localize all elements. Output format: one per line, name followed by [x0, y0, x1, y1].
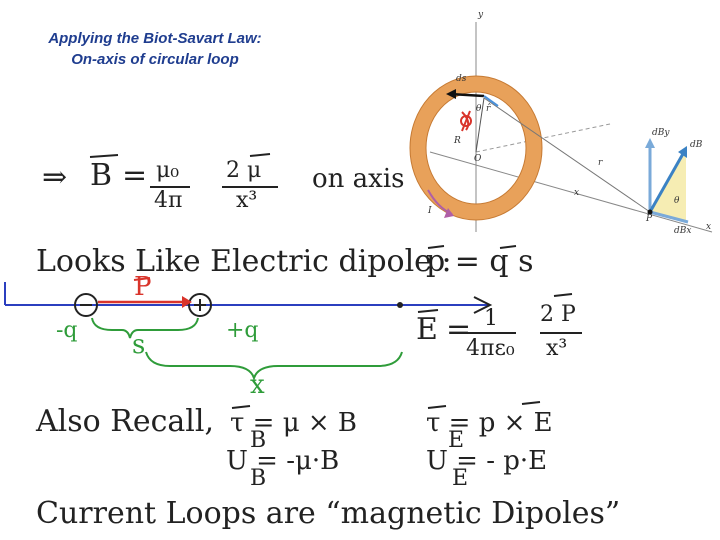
- negative-charge: [74, 293, 98, 317]
- figure-label-r-hat: r̂: [486, 104, 491, 114]
- tauB-vector-arrow: [231, 405, 251, 409]
- page-title-line2: On-axis of circular loop: [71, 51, 239, 68]
- mu0-numerator: μ₀: [156, 158, 180, 183]
- r-hat-arrow: [483, 95, 499, 107]
- point-P: [647, 209, 653, 215]
- one-numerator: 1: [484, 306, 498, 331]
- x-label: x: [250, 370, 265, 400]
- four-pi-denominator: 4π: [154, 188, 183, 213]
- on-axis-text: on axis: [312, 164, 405, 194]
- figure-label-r: r: [598, 158, 603, 168]
- E-vector: E: [416, 312, 438, 347]
- p-vector-label: P: [134, 272, 152, 302]
- current-loop-ring-outer-edge: [409, 75, 543, 221]
- tau-B-subscript: B: [250, 428, 267, 453]
- figure-label-O: O: [474, 154, 482, 164]
- figure-label-theta-small: θ: [476, 104, 482, 114]
- ds-arrowhead: [446, 89, 456, 99]
- s-label: s: [132, 330, 146, 360]
- dBx-arrow: [649, 210, 689, 224]
- E-vector-arrow: [417, 309, 439, 313]
- tauE-vector-arrow: [427, 405, 447, 409]
- s-eq-vector-arrow: [499, 245, 517, 249]
- x-brace: [145, 351, 403, 382]
- figure-label-ds: ds: [456, 74, 467, 84]
- figure-label-x-axis: x: [574, 188, 580, 198]
- current-loop-ring: [410, 76, 542, 220]
- tau-E-subscript: E: [448, 428, 465, 453]
- s-brace: [91, 317, 199, 339]
- figure-label-x-far: x: [706, 222, 712, 232]
- equals-sign: =: [122, 158, 148, 193]
- positive-charge: [188, 293, 212, 317]
- phi-symbol: [460, 115, 472, 127]
- x-cubed-denominator: x³: [236, 188, 258, 213]
- radius-line: [475, 97, 485, 153]
- U-B-equation: U = -μ·B: [226, 446, 340, 476]
- current-loop-ring-inner-edge: [425, 91, 527, 205]
- page-title-line1: Applying the Biot-Savart Law:: [48, 30, 262, 47]
- dB-arrow: [648, 151, 686, 213]
- dipole-axis-arrowhead: [473, 296, 493, 314]
- figure-label-theta: θ: [674, 196, 680, 206]
- U-E-subscript: E: [452, 466, 469, 491]
- figure-label-dBy: dBy: [652, 128, 670, 138]
- phi-angle-mark: [461, 111, 470, 131]
- B-vector-arrow: [89, 154, 119, 158]
- current-arrowhead: [444, 208, 454, 218]
- twop-vector-arrow: [553, 293, 573, 297]
- four-pi-eps-denominator: 4πε₀: [466, 336, 515, 361]
- U-E-equation: U = - p·E: [426, 446, 548, 476]
- minus-q-label: -q: [56, 318, 78, 343]
- tau-E-equation: τ = p × E: [426, 408, 553, 438]
- F-vector-arrow: [521, 401, 541, 405]
- dBy-arrowhead: [645, 138, 655, 148]
- E-equals-sign: =: [446, 312, 472, 347]
- also-recall-text: Also Recall,: [36, 404, 215, 439]
- p-label-arrow: [133, 277, 151, 281]
- two-p-numerator: 2 P: [540, 302, 576, 327]
- B-vector: B: [90, 158, 113, 193]
- figure-label-P: P: [646, 214, 653, 224]
- figure-label-y: y: [478, 10, 484, 20]
- r-line: [483, 97, 651, 213]
- x-cubed-denominator-2: x³: [546, 336, 568, 361]
- figure-label-dB: dB: [690, 140, 703, 150]
- plus-q-label: +q: [226, 318, 259, 343]
- dB-arrowhead: [678, 146, 687, 158]
- field-point-dot: [397, 302, 403, 308]
- looks-like-text: Looks Like Electric dipole :: [36, 244, 452, 279]
- current-loops-text: Current Loops are “magnetic Dipoles”: [36, 496, 621, 531]
- U-B-subscript: B: [250, 466, 267, 491]
- dipole-p-arrowhead: [182, 296, 192, 308]
- phi-stroke: [461, 110, 471, 132]
- p-equals-qs: p = q s: [426, 244, 534, 279]
- implies-symbol: ⇒: [42, 160, 68, 195]
- tau-B-equation: τ = μ × B: [230, 408, 358, 438]
- figure-x-axis: [429, 151, 713, 233]
- figure-label-R: R: [454, 136, 461, 146]
- two-mu-numerator: 2 μ: [226, 158, 262, 183]
- figure-dashed-line: [475, 123, 611, 153]
- p-eq-vector-arrow: [427, 245, 445, 249]
- figure-label-dBx: dBx: [674, 226, 692, 236]
- figure-label-I: I: [428, 206, 432, 216]
- mu-vector-arrow: [249, 153, 271, 157]
